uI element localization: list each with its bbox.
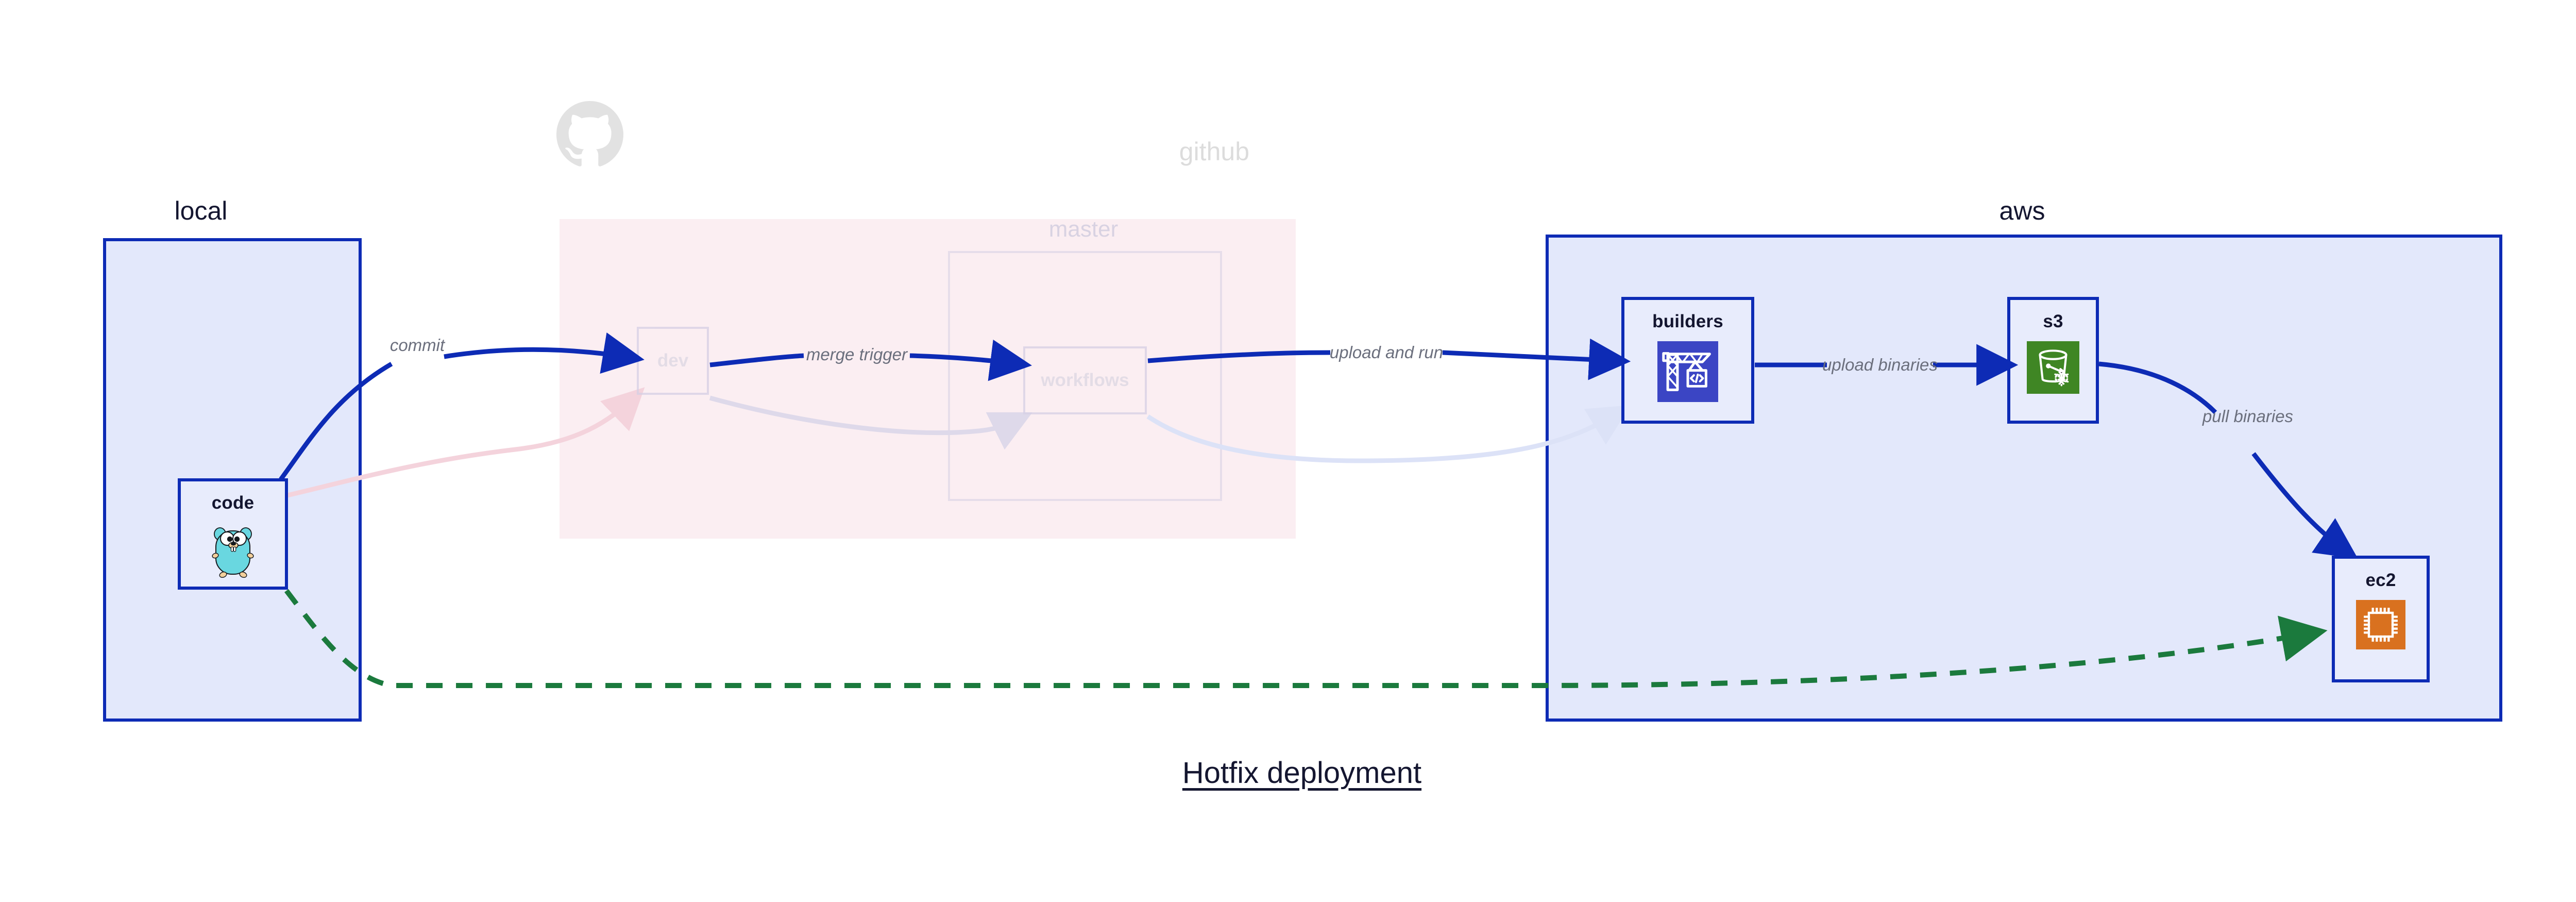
node-s3[interactable]: s3 [2007, 297, 2099, 424]
edge-label-merge-trigger: merge trigger [806, 345, 908, 364]
edge-label-commit: commit [389, 336, 445, 355]
node-label-code: code [211, 493, 255, 513]
group-label-master: master [1048, 216, 1118, 242]
node-ec2[interactable]: ec2 [2332, 556, 2430, 682]
node-label-dev: dev [657, 350, 689, 371]
group-github [560, 219, 1296, 539]
group-master [948, 251, 1222, 501]
aws-codebuild-icon [1657, 341, 1718, 402]
node-label-workflows: workflows [1041, 370, 1129, 390]
node-label-ec2: ec2 [2365, 570, 2396, 590]
node-builders[interactable]: builders [1621, 297, 1754, 424]
group-label-github: github [1179, 137, 1249, 166]
go-gopher-icon [208, 523, 258, 580]
node-workflows[interactable]: workflows [1023, 346, 1147, 414]
aws-s3-glacier-icon [2027, 341, 2079, 394]
aws-ec2-icon [2356, 600, 2405, 649]
node-code[interactable]: code [178, 478, 288, 590]
edge-label-pull-binaries: pull binaries [2202, 407, 2294, 426]
node-dev[interactable]: dev [637, 327, 709, 395]
node-label-builders: builders [1652, 311, 1723, 331]
edge-label-upload-and-run: upload and run [1329, 343, 1444, 362]
edge-label-upload-binaries: upload binaries [1822, 355, 1938, 374]
diagram-caption: Hotfix deployment [1182, 756, 1422, 790]
group-label-aws: aws [1999, 196, 2045, 225]
node-label-s3: s3 [2043, 311, 2063, 331]
group-label-local: local [174, 196, 228, 225]
github-octocat-icon [556, 101, 623, 168]
